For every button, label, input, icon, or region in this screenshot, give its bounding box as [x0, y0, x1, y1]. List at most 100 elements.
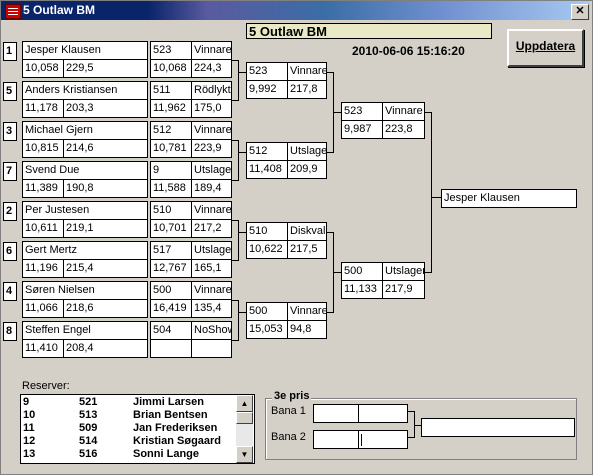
r2-race-time[interactable]: 10,622: [246, 240, 288, 259]
reserve-name: Jan Frederiksen: [133, 422, 218, 434]
title-bar[interactable]: 5 Outlaw BM ✕: [1, 1, 590, 20]
race-speed[interactable]: 189,4: [191, 179, 232, 198]
r2-race-speed[interactable]: 209,9: [287, 160, 327, 179]
scroll-down-icon[interactable]: ▼: [236, 446, 253, 463]
reserve-name: Sonni Lange: [133, 448, 199, 460]
r3-lane-number[interactable]: 500: [341, 262, 383, 281]
window-title: 5 Outlaw BM: [23, 3, 96, 17]
race-speed[interactable]: [191, 339, 232, 358]
seed-number: 8: [3, 322, 17, 341]
race-speed[interactable]: 224,3: [191, 59, 232, 78]
third-place-winner-field[interactable]: [421, 418, 575, 437]
driver-name[interactable]: Steffen Engel: [22, 321, 148, 340]
reserve-lane: 521: [79, 396, 98, 408]
r2-race-time[interactable]: 15,053: [246, 320, 288, 339]
scroll-thumb[interactable]: [236, 412, 253, 424]
qual-speed[interactable]: 218,6: [63, 299, 148, 318]
qual-speed[interactable]: 219,1: [63, 219, 148, 238]
reserve-row[interactable]: 12 514 Kristian Søgaard: [23, 435, 237, 448]
reserve-lane: 509: [79, 422, 98, 434]
close-button[interactable]: ✕: [571, 4, 589, 20]
result-status[interactable]: Rödlykta: [191, 81, 232, 100]
race-time[interactable]: 16,419: [150, 299, 192, 318]
qual-speed[interactable]: 208,4: [63, 339, 148, 358]
r3-race-speed[interactable]: 223,8: [382, 120, 425, 139]
text-cursor: [361, 434, 362, 446]
reserve-lane: 514: [79, 435, 98, 447]
seed-number: 5: [3, 82, 17, 101]
result-status[interactable]: Vinnare: [191, 41, 232, 60]
race-speed[interactable]: 175,0: [191, 99, 232, 118]
reserve-name: Kristian Søgaard: [133, 435, 222, 447]
third-place-group: [265, 398, 577, 460]
result-status[interactable]: Utslagen: [191, 241, 232, 260]
qual-speed[interactable]: 214,6: [63, 139, 148, 158]
r3-race-speed[interactable]: 217,9: [382, 280, 425, 299]
reserve-number: 13: [23, 448, 36, 460]
seed-number: 4: [3, 282, 17, 301]
race-time[interactable]: 10,701: [150, 219, 192, 238]
qual-speed[interactable]: 229,5: [63, 59, 148, 78]
driver-name[interactable]: Søren Nielsen: [22, 281, 148, 300]
reserve-number: 9: [23, 396, 30, 408]
r2-race-time[interactable]: 11,408: [246, 160, 288, 179]
scroll-up-icon[interactable]: ▲: [236, 395, 253, 412]
seed-number: 7: [3, 162, 17, 181]
event-title: 5 Outlaw BM: [246, 23, 492, 39]
reserve-number: 12: [23, 435, 36, 447]
result-status[interactable]: Utslagen: [191, 161, 232, 180]
reserves-label: Reserver:: [22, 380, 70, 392]
race-time[interactable]: 11,588: [150, 179, 192, 198]
qual-time[interactable]: 11,389: [22, 179, 64, 198]
bana1-result-field[interactable]: [358, 404, 408, 423]
r2-result-status[interactable]: Diskvalif: [287, 222, 327, 241]
race-speed[interactable]: 223,9: [191, 139, 232, 158]
bana2-lane-field[interactable]: [313, 430, 361, 449]
driver-name[interactable]: Anders Kristiansen: [22, 81, 148, 100]
qual-time[interactable]: 10,611: [22, 219, 64, 238]
r2-race-speed[interactable]: 217,5: [287, 240, 327, 259]
lane-number[interactable]: 510: [150, 201, 192, 220]
race-time[interactable]: 10,781: [150, 139, 192, 158]
reserve-number: 11: [23, 422, 35, 434]
result-status[interactable]: Vinnare: [191, 201, 232, 220]
r3-race-time[interactable]: 11,133: [341, 280, 383, 299]
qual-speed[interactable]: 190,8: [63, 179, 148, 198]
reserve-row[interactable]: 11 509 Jan Frederiksen: [23, 422, 237, 435]
race-speed[interactable]: 165,1: [191, 259, 232, 278]
update-button[interactable]: Uppdatera: [507, 29, 584, 67]
datetime-label: 2010-06-06 15:16:20: [352, 44, 465, 58]
r3-result-status[interactable]: Utslagen: [382, 262, 425, 281]
r2-result-status[interactable]: Vinnare: [287, 302, 327, 321]
bana2-result-field[interactable]: [358, 430, 408, 449]
race-speed[interactable]: 135,4: [191, 299, 232, 318]
race-speed[interactable]: 217,2: [191, 219, 232, 238]
r2-race-speed[interactable]: 94,8: [287, 320, 327, 339]
reserve-name: Jimmi Larsen: [133, 396, 204, 408]
qual-time[interactable]: 10,058: [22, 59, 64, 78]
seed-number: 2: [3, 202, 17, 221]
qual-time[interactable]: 11,066: [22, 299, 64, 318]
reserve-lane: 513: [79, 409, 98, 421]
bana1-label: Bana 1: [271, 405, 306, 417]
race-time[interactable]: 11,962: [150, 99, 192, 118]
reserve-row[interactable]: 9 521 Jimmi Larsen: [23, 396, 237, 409]
qual-speed[interactable]: 215,4: [63, 259, 148, 278]
race-time[interactable]: 10,068: [150, 59, 192, 78]
bana1-lane-field[interactable]: [313, 404, 361, 423]
qual-speed[interactable]: 203,3: [63, 99, 148, 118]
r2-race-speed[interactable]: 217,8: [287, 80, 327, 99]
r3-race-time[interactable]: 9,987: [341, 120, 383, 139]
r2-race-time[interactable]: 9,992: [246, 80, 288, 99]
lane-number[interactable]: 511: [150, 81, 192, 100]
reserves-scrollbar[interactable]: ▲ ▼: [236, 395, 253, 463]
qual-time[interactable]: 11,178: [22, 99, 64, 118]
winner-field[interactable]: Jesper Klausen: [441, 189, 577, 208]
bana2-label: Bana 2: [271, 431, 306, 443]
r2-result-status[interactable]: Vinnare: [287, 62, 327, 81]
seed-number: 1: [3, 42, 17, 61]
